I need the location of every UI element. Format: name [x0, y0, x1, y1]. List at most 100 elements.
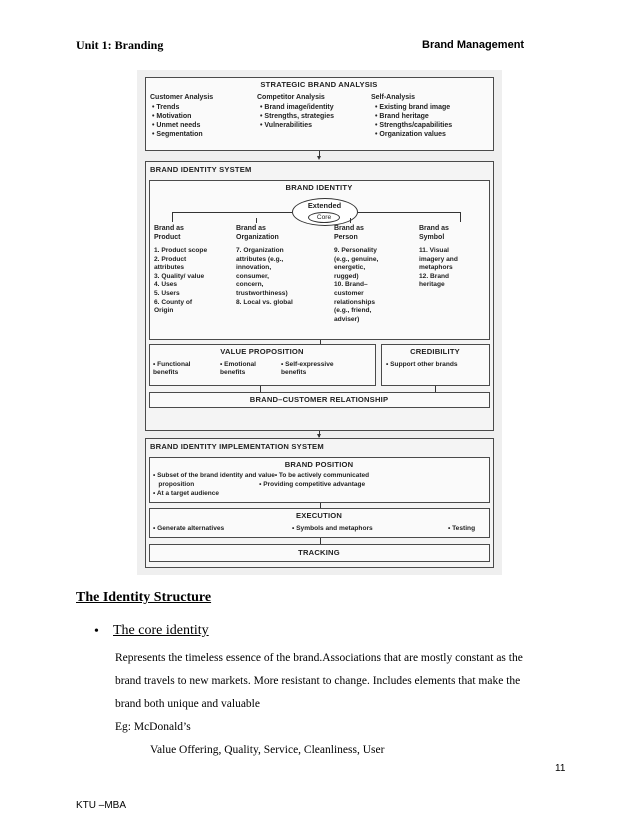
credibility-title: CREDIBILITY: [410, 347, 460, 356]
person-title: Brand as: [334, 225, 364, 232]
list-item: 1. Product scope: [154, 247, 208, 254]
core-label: Core: [316, 214, 332, 221]
list-item: • Unmet needs: [152, 122, 201, 129]
self-analysis-title: Self-Analysis: [371, 94, 415, 101]
organization-title: Organization: [236, 234, 279, 241]
list-item: benefits: [281, 369, 307, 376]
list-item: • Support other brands: [386, 361, 458, 368]
list-item: 12. Brand: [419, 272, 450, 280]
core-oval: Core: [308, 212, 340, 223]
connector: [320, 340, 321, 344]
list-item: 6. County of: [154, 298, 193, 306]
organization-items: 7. Organization attributes (e.g., innova…: [236, 247, 293, 307]
brand-position-box: BRAND POSITION • Subset of the brand ide…: [149, 457, 490, 503]
value-proposition-box: VALUE PROPOSITION • Functional benefits …: [149, 344, 376, 386]
arrow-down-icon: [317, 434, 321, 438]
identity-system-title: BRAND IDENTITY SYSTEM: [150, 165, 252, 174]
list-item: heritage: [419, 281, 445, 289]
implementation-title: BRAND IDENTITY IMPLEMENTATION SYSTEM: [150, 442, 324, 451]
implementation-system-box: BRAND IDENTITY IMPLEMENTATION SYSTEM BRA…: [145, 438, 494, 568]
list-item: • Strengths/capabilities: [375, 122, 453, 129]
list-item: 4. Uses: [154, 281, 178, 289]
list-item: 10. Brand–: [334, 281, 368, 289]
paragraph-line: Eg: McDonald’s: [115, 721, 191, 733]
list-item: (e.g., genuine,: [334, 255, 379, 263]
paragraph-line: Represents the timeless essence of the b…: [115, 652, 523, 664]
list-item: innovation,: [236, 264, 272, 272]
relationship-box: BRAND–CUSTOMER RELATIONSHIP: [149, 392, 490, 408]
list-item: consumer,: [236, 272, 269, 280]
extended-label: Extended: [307, 201, 342, 210]
product-items: 1. Product scope 2. Product attributes 3…: [154, 247, 207, 316]
connector: [319, 151, 320, 158]
list-item: proposition • Providing competitive adva…: [153, 481, 366, 488]
list-item: • Organization values: [375, 131, 446, 138]
execution-title: EXECUTION: [295, 511, 343, 520]
symbol-title: Brand as: [419, 225, 449, 232]
list-item: 5. Users: [154, 289, 180, 297]
header-unit: Unit 1: Branding: [76, 38, 164, 52]
brand-identity-diagram: STRATEGIC BRAND ANALYSIS Customer Analys…: [137, 70, 502, 575]
list-item: • Vulnerabilities: [260, 122, 312, 129]
list-item: 2. Product: [154, 255, 187, 263]
list-item: customer: [334, 289, 364, 297]
symbol-items: 11. Visual imagery and metaphors 12. Bra…: [419, 247, 458, 290]
list-item: • Generate alternatives: [153, 525, 225, 532]
list-item: • Motivation: [152, 113, 192, 120]
connector: [260, 386, 261, 392]
list-item: 9. Personality: [334, 247, 377, 254]
connector: [320, 503, 321, 508]
list-item: attributes (e.g.,: [236, 255, 284, 263]
relationship-label: BRAND–CUSTOMER RELATIONSHIP: [249, 395, 389, 404]
list-item: 8. Local vs. global: [236, 298, 293, 306]
list-item: trustworthiness): [236, 289, 288, 297]
list-item: adviser): [334, 315, 360, 323]
core-extended-ellipse: Extended Core: [292, 198, 358, 226]
list-item: • Self-expressive: [281, 361, 334, 368]
symbol-title: Symbol: [419, 234, 445, 241]
header-subject: Brand Management: [422, 39, 525, 51]
brand-identity-system-box: BRAND IDENTITY SYSTEM BRAND IDENTITY Ext…: [145, 161, 494, 431]
list-item: 7. Organization: [236, 247, 284, 254]
connector: [350, 218, 351, 223]
list-item: 3. Quality/ value: [154, 272, 205, 280]
value-prop-title: VALUE PROPOSITION: [220, 347, 304, 356]
tracking-box: TRACKING: [149, 544, 490, 562]
customer-analysis-title: Customer Analysis: [150, 94, 214, 101]
paragraph-line: brand both unique and valuable: [115, 698, 260, 710]
connector: [172, 212, 292, 213]
page-number: 11: [555, 763, 566, 774]
list-item: 11. Visual: [419, 247, 449, 254]
connector: [460, 212, 461, 222]
list-item: energetic,: [334, 264, 366, 272]
credibility-box: CREDIBILITY • Support other brands: [381, 344, 490, 386]
brand-identity-box: BRAND IDENTITY Extended Core Brand as Pr…: [149, 180, 490, 340]
arrow-down-icon: [317, 156, 321, 160]
paragraph-line: brand travels to new markets. More resis…: [115, 675, 521, 687]
list-item: • Trends: [152, 104, 180, 111]
connector: [172, 212, 173, 222]
list-item: imagery and: [419, 255, 458, 263]
list-item: concern,: [236, 281, 264, 289]
list-item: • Functional: [153, 361, 191, 368]
strategic-analysis-box: STRATEGIC BRAND ANALYSIS Customer Analys…: [145, 77, 494, 151]
organization-title: Brand as: [236, 225, 266, 232]
execution-box: EXECUTION • Generate alternatives • Symb…: [149, 508, 490, 538]
list-item: benefits: [153, 369, 179, 376]
list-item: • Segmentation: [152, 131, 203, 138]
list-item: • Subset of the brand identity and value…: [153, 472, 370, 479]
footer: KTU –MBA: [76, 800, 127, 811]
list-item: attributes: [154, 264, 185, 272]
bullet-icon: •: [94, 624, 99, 639]
list-item: • Symbols and metaphors: [292, 525, 373, 532]
brand-identity-title: BRAND IDENTITY: [285, 183, 353, 192]
list-item: • Brand heritage: [375, 113, 429, 120]
product-title: Brand as: [154, 225, 184, 232]
core-identity-heading: The core identity: [113, 623, 209, 638]
example-values: Value Offering, Quality, Service, Cleanl…: [150, 744, 385, 756]
connector: [320, 538, 321, 544]
list-item: • Brand image/identity: [260, 104, 334, 111]
list-item: rugged): [334, 272, 359, 280]
list-item: • Strengths, strategies: [260, 113, 335, 120]
person-title: Person: [334, 234, 358, 241]
